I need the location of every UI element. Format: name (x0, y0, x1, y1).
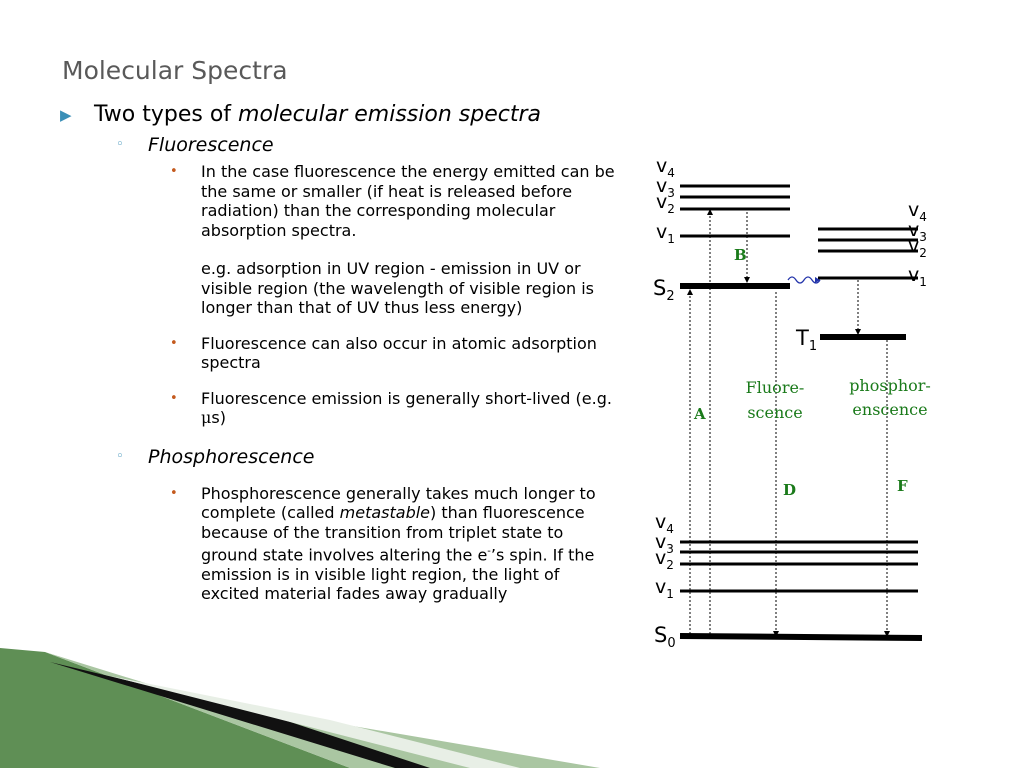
fluorescence-bullet-2: • Fluorescence can also occur in atomic … (170, 333, 597, 373)
fluorescence-label-1: Fluore- (746, 378, 805, 397)
wavy-crossing-icon (787, 276, 821, 284)
dot-bullet-icon: • (170, 485, 178, 501)
slide-title: Molecular Spectra (62, 56, 288, 85)
s0-level (679, 633, 923, 641)
s0-v2-label: v2 (655, 547, 674, 572)
main-bullet-emphasis: molecular emission spectra (238, 102, 541, 127)
ribbon-black (50, 662, 430, 768)
fluorescence-bullet-1: • In the case fluorescence the energy em… (60, 162, 620, 318)
s2-v4-label: v4 (656, 155, 675, 180)
t1-v2-label: v2 (908, 235, 927, 260)
s0-v4-label: v4 (655, 511, 674, 536)
s2-v3-label: v3 (656, 175, 675, 200)
phosphorescence-heading: ◦ Phosphorescence (116, 445, 315, 468)
s2-label: S2 (653, 276, 675, 304)
phosphorescence-label-1: phosphor- (849, 376, 931, 395)
mu-symbol: μ (201, 408, 212, 427)
circle-bullet-icon: ◦ (116, 448, 124, 464)
triangle-bullet-icon: ▶ (60, 106, 72, 124)
label-d: D (783, 481, 796, 499)
t1-label: T1 (795, 326, 817, 354)
phosphorescence-bullet-1: • Phosphorescence generally takes much l… (170, 483, 596, 604)
s2-v1-label: v1 (656, 221, 675, 246)
circle-bullet-icon: ◦ (116, 137, 124, 152)
s0-label: S0 (654, 623, 676, 651)
t1-v1-label: v1 (908, 264, 927, 289)
label-f: F (897, 477, 908, 495)
s0-v1-label: v1 (655, 576, 674, 601)
dot-bullet-icon: • (170, 164, 178, 179)
phosphorescence-label-2: enscence (852, 400, 927, 419)
slide-content: ▶ Two types of molecular emission spectr… (60, 100, 620, 620)
fluorescence-example-text: e.g. adsorption in UV region - emission … (201, 259, 594, 317)
fluorescence-bullet-3: • Fluorescence emission is generally sho… (170, 388, 612, 428)
ribbon-green (0, 648, 350, 768)
wavy-arrowhead-icon (815, 277, 820, 283)
dot-bullet-icon: • (170, 335, 178, 351)
label-a: A (693, 405, 706, 423)
fluorescence-label-2: scence (747, 403, 802, 422)
s0-v3-label: v3 (655, 531, 674, 556)
t1-v4-label: v4 (908, 199, 927, 224)
label-b: B (734, 246, 747, 264)
t1-v3-label: v3 (908, 219, 927, 244)
main-bullet-prefix: Two types of (94, 102, 239, 127)
dot-bullet-icon: • (170, 390, 178, 406)
fluorescence-heading: ◦ Fluorescence (116, 134, 274, 156)
fluorescence-energy-text: In the case fluorescence the energy emit… (201, 162, 615, 240)
main-bullet: ▶ Two types of molecular emission spectr… (60, 100, 620, 130)
ribbon-pale (110, 676, 520, 768)
s2-v2-label: v2 (656, 191, 675, 216)
